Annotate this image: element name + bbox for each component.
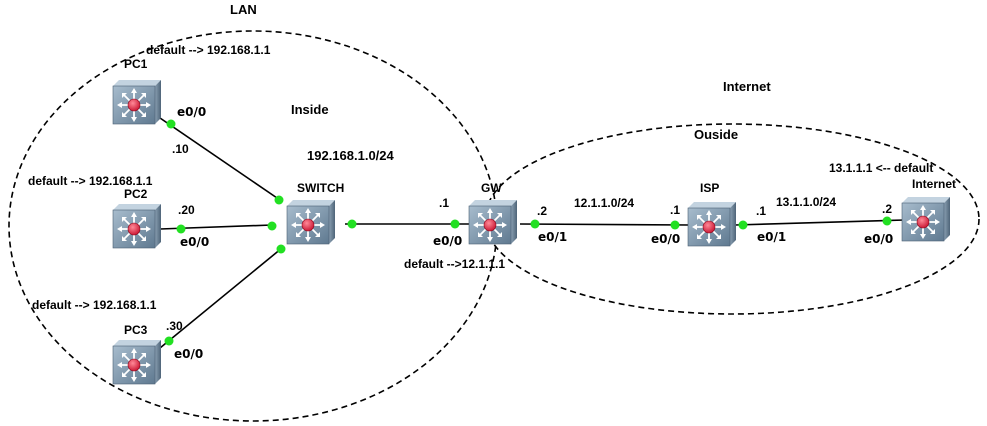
isp-internet-subnet-label: 13.1.1.0/24 (776, 195, 836, 209)
pc1-router-icon[interactable] (112, 79, 162, 125)
pc1-default-route: default --> 192.168.1.1 (146, 43, 271, 57)
lan-zone-title: LAN (230, 2, 257, 17)
internet-router-icon[interactable] (901, 196, 951, 242)
gw-inside-port: e0/0 (433, 234, 462, 248)
pc3-router-icon[interactable] (112, 339, 162, 385)
inside-label: Inside (291, 102, 329, 117)
internet-name: Internet (912, 177, 956, 191)
pc2-ip: .20 (178, 203, 195, 217)
link-gw-isp (519, 223, 691, 226)
port-dot-switch-pc2 (267, 221, 277, 231)
port-dot-isp-left (670, 220, 680, 230)
gw-inside-ip: .1 (439, 196, 449, 210)
isp-right-ip: .1 (756, 204, 766, 218)
lan-subnet-label: 192.168.1.0/24 (307, 148, 395, 163)
link-pc1-switch (159, 117, 281, 201)
pc2-name: PC2 (124, 187, 148, 201)
internet-default-route: 13.1.1.1 <-- default (829, 161, 933, 175)
gw-outside-ip: .2 (537, 204, 547, 218)
switch-icon[interactable] (286, 199, 336, 245)
pc2-router-icon[interactable] (112, 203, 162, 249)
switch-name: SWITCH (297, 181, 344, 195)
port-dot-gw-outside (530, 219, 540, 229)
port-dot-internet (882, 216, 892, 226)
gw-router-icon[interactable] (468, 199, 518, 245)
outside-label: Ouside (694, 127, 738, 142)
isp-name: ISP (700, 181, 719, 195)
internet-zone-title: Internet (723, 79, 771, 94)
port-dot-switch-pc1 (274, 195, 284, 205)
pc1-name: PC1 (124, 57, 148, 71)
port-dot-pc3 (164, 336, 174, 346)
gw-name: GW (481, 181, 502, 195)
isp-left-ip: .1 (670, 203, 680, 217)
pc2-default-route: default --> 192.168.1.1 (28, 174, 153, 188)
isp-router-icon[interactable] (687, 201, 737, 247)
port-dot-switch-pc3 (276, 244, 286, 254)
pc3-default-route: default --> 192.168.1.1 (32, 298, 157, 312)
gw-default-route: default -->12.1.1.1 (404, 257, 505, 271)
pc3-name: PC3 (124, 323, 148, 337)
isp-right-port: e0/1 (757, 230, 786, 244)
gw-isp-subnet-label: 12.1.1.0/24 (574, 196, 634, 210)
isp-left-port: e0/0 (651, 232, 680, 246)
internet-ip: .2 (882, 202, 892, 216)
port-dot-switch-gw (347, 219, 357, 229)
pc3-port: e0/0 (174, 347, 203, 361)
port-dot-isp-right (738, 220, 748, 230)
pc1-port: e0/0 (177, 105, 206, 119)
pc2-port: e0/0 (180, 235, 209, 249)
port-dot-pc2 (176, 224, 186, 234)
gw-outside-port: e0/1 (538, 230, 567, 244)
pc1-ip: .10 (172, 142, 189, 156)
link-pc3-switch (159, 247, 283, 349)
port-dot-gw-inside (450, 219, 460, 229)
internet-port: e0/0 (864, 232, 893, 246)
pc3-ip: .30 (166, 319, 183, 333)
link-isp-internet (734, 219, 906, 226)
port-dot-pc1 (166, 119, 176, 129)
